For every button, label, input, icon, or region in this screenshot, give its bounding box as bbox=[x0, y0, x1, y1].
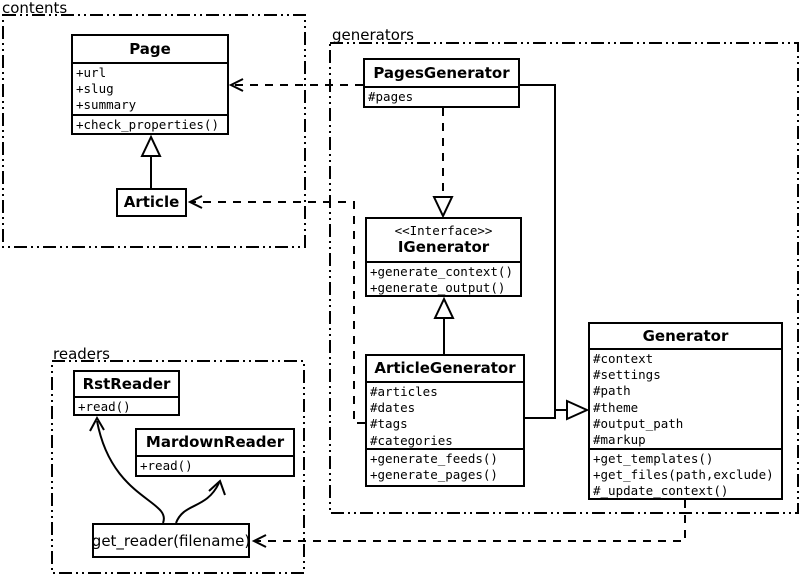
arrow-getreader-to-mardownreader bbox=[175, 479, 226, 524]
class-attribute: +summary bbox=[76, 97, 137, 113]
class-rstreader-methods: +read() bbox=[75, 398, 178, 414]
class-article: Article bbox=[116, 188, 187, 217]
class-name: RstReader bbox=[82, 374, 171, 393]
node-get-reader: get_reader(filename) bbox=[92, 523, 250, 558]
class-mardownreader: MardownReader +read() bbox=[135, 428, 295, 477]
class-rstreader-title: RstReader bbox=[75, 372, 178, 398]
package-readers-border bbox=[51, 360, 305, 574]
class-name: ArticleGenerator bbox=[374, 359, 516, 377]
class-attribute: #theme bbox=[593, 399, 639, 415]
class-articlegenerator-methods: +generate_feeds() +generate_pages() bbox=[367, 448, 523, 485]
dependency-pagesgenerator-to-page bbox=[228, 78, 363, 92]
class-page-attributes: +url +slug +summary bbox=[73, 64, 227, 114]
class-name: IGenerator bbox=[397, 238, 490, 256]
class-method: +get_templates() bbox=[593, 451, 714, 466]
node-get-reader-label: get_reader(filename) bbox=[91, 531, 251, 550]
class-attribute: #markup bbox=[593, 432, 646, 448]
class-pagesgenerator-title: PagesGenerator bbox=[365, 60, 518, 88]
class-generator: Generator #context #settings #path #them… bbox=[588, 322, 783, 500]
generalization-articlegenerator-to-igenerator bbox=[433, 296, 455, 354]
class-name: Article bbox=[123, 193, 180, 211]
class-pagesgenerator-attributes: #pages bbox=[365, 88, 518, 106]
arrow-getreader-to-rstreader bbox=[89, 415, 165, 524]
class-method: #_update_context() bbox=[593, 483, 729, 499]
class-generator-title: Generator bbox=[590, 324, 781, 350]
class-pagesgenerator: PagesGenerator #pages bbox=[363, 58, 520, 108]
class-page: Page +url +slug +summary +check_properti… bbox=[71, 34, 229, 135]
class-articlegenerator-attributes: #articles #dates #tags #categories bbox=[367, 383, 523, 448]
class-rstreader: RstReader +read() bbox=[73, 370, 180, 416]
class-igenerator: <<Interface>> IGenerator +generate_conte… bbox=[365, 217, 522, 297]
package-contents-label: contents bbox=[2, 0, 68, 17]
package-contents-border bbox=[2, 14, 306, 248]
package-readers-label: readers bbox=[53, 345, 110, 363]
class-attribute: +slug bbox=[76, 81, 114, 97]
class-articlegenerator-title: ArticleGenerator bbox=[367, 356, 523, 383]
package-borders bbox=[2, 14, 799, 574]
class-attribute: #tags bbox=[370, 416, 408, 432]
class-attribute: #settings bbox=[593, 367, 661, 383]
class-method: +generate_context() bbox=[370, 264, 513, 279]
class-method: +generate_output() bbox=[370, 280, 506, 296]
class-method: +generate_feeds() bbox=[370, 451, 498, 466]
class-method: +get_files(path,exclude) bbox=[593, 467, 774, 483]
realization-pagesgenerator-to-igenerator bbox=[432, 108, 454, 219]
class-name: Page bbox=[129, 39, 171, 58]
class-attribute: #path bbox=[593, 383, 631, 399]
class-mardownreader-title: MardownReader bbox=[137, 430, 293, 457]
dependency-articlegenerator-to-article bbox=[187, 195, 365, 424]
class-method: +read() bbox=[78, 399, 131, 414]
class-name: Generator bbox=[642, 326, 729, 345]
class-generator-attributes: #context #settings #path #theme #output_… bbox=[590, 350, 781, 448]
package-generators-label: generators bbox=[332, 26, 414, 44]
class-article-title: Article bbox=[118, 190, 185, 215]
class-attribute: #pages bbox=[368, 89, 414, 104]
generalization-generators-to-generator bbox=[520, 84, 590, 421]
package-generators-border bbox=[329, 42, 799, 514]
class-attribute: #dates bbox=[370, 400, 416, 416]
dependency-generator-to-getreader bbox=[251, 500, 686, 548]
class-generator-methods: +get_templates() +get_files(path,exclude… bbox=[590, 448, 781, 499]
class-page-title: Page bbox=[73, 36, 227, 64]
class-stereotype: <<Interface>> bbox=[394, 223, 493, 238]
class-page-methods: +check_properties() bbox=[73, 114, 227, 133]
class-method: +generate_pages() bbox=[370, 467, 498, 483]
class-igenerator-methods: +generate_context() +generate_output() bbox=[367, 263, 520, 296]
class-attribute: #output_path bbox=[593, 415, 684, 431]
class-attribute: #articles bbox=[370, 384, 438, 399]
class-attribute: #categories bbox=[370, 432, 453, 448]
generalization-article-to-page bbox=[140, 134, 162, 188]
class-method: +check_properties() bbox=[76, 117, 219, 132]
class-igenerator-title: <<Interface>> IGenerator bbox=[367, 219, 520, 263]
class-method: +read() bbox=[140, 458, 193, 473]
class-articlegenerator: ArticleGenerator #articles #dates #tags … bbox=[365, 354, 525, 487]
class-name: MardownReader bbox=[145, 433, 285, 451]
class-attribute: #context bbox=[593, 351, 654, 366]
class-mardownreader-methods: +read() bbox=[137, 457, 293, 475]
class-name: PagesGenerator bbox=[373, 63, 510, 82]
class-attribute: +url bbox=[76, 65, 107, 80]
